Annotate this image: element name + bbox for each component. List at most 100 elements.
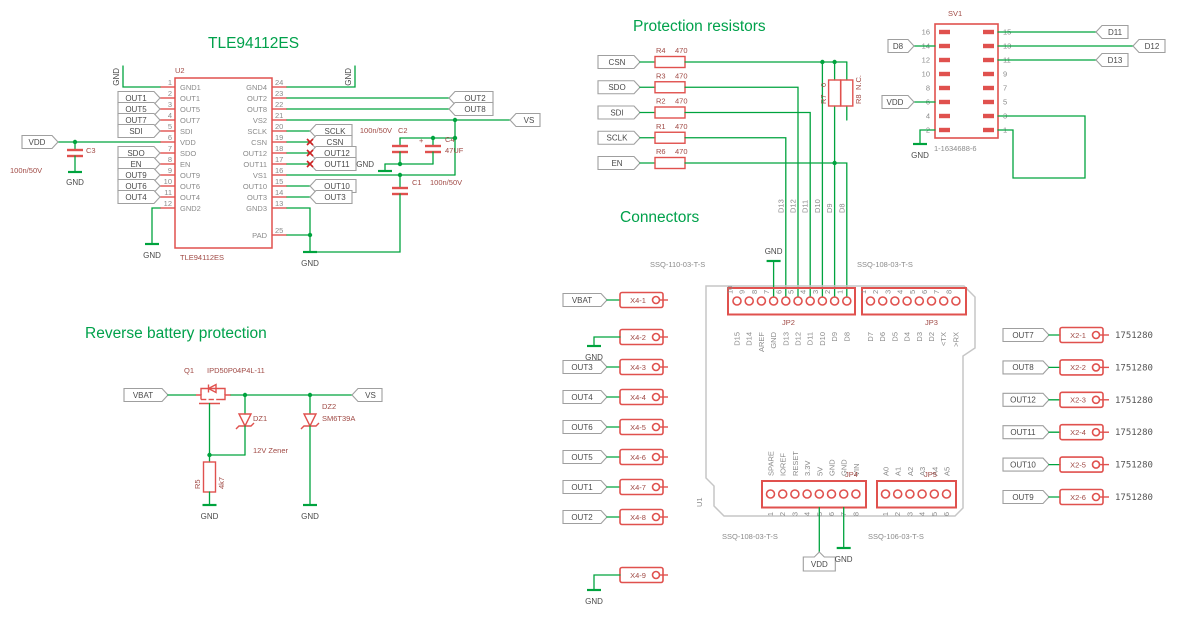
pin-number: 3 <box>905 512 914 516</box>
lead <box>309 193 401 253</box>
pin-name: OUT2 <box>247 94 267 103</box>
pin-number: 10 <box>726 286 735 294</box>
connector-sv1: SV1 16 15 14 13 12 11 10 9 8 7 <box>881 9 1166 179</box>
digital-net-labels: D13 D12 D11 D10 D9 D8 <box>776 199 846 213</box>
net-label: D13 <box>776 199 785 213</box>
net-flag <box>1002 392 1050 407</box>
net-flag <box>117 123 161 139</box>
resistor-body <box>654 131 686 144</box>
pin-pad <box>939 29 950 35</box>
pin-number: 6 <box>774 290 783 294</box>
vs-flag <box>351 387 383 403</box>
net-flag-label: VDD <box>887 98 904 107</box>
pin-number: 18 <box>275 144 283 153</box>
cap-value: 47UF <box>445 146 464 155</box>
pin-label: >RX <box>951 332 960 347</box>
gnd-label: GND <box>301 259 319 268</box>
pin-number: 5 <box>930 512 939 516</box>
q1-refdes: Q1 <box>184 366 194 375</box>
net-flag <box>597 155 641 171</box>
jp3-pin: 4 D4 <box>896 290 912 342</box>
terminal-pin-label: X4-1 <box>630 296 646 305</box>
pin-circle <box>814 489 825 499</box>
jp3-pin: 8 >RX <box>944 290 961 347</box>
pin-number: 13 <box>275 199 283 208</box>
net-flag-label: OUT1 <box>125 94 147 103</box>
pin-pad <box>983 43 994 49</box>
junction-dots <box>72 59 837 458</box>
net-flag <box>309 178 357 194</box>
terminal-circle <box>1091 363 1101 372</box>
pin-circle <box>926 296 937 306</box>
pin-number: 2 <box>168 89 172 98</box>
x2-row: OUT8 X2-2 1751280 <box>1002 359 1153 376</box>
pin-circle <box>892 489 903 499</box>
junction-dot <box>820 59 825 65</box>
sv1-pin-row: 8 7 <box>926 84 1007 93</box>
pin-number: 6 <box>168 133 172 142</box>
resistor-refdes: R3 <box>656 71 666 80</box>
pin-number: 9 <box>168 166 172 175</box>
net-flag-label: SDI <box>129 127 142 136</box>
pin-number: 4 <box>803 512 812 516</box>
pin-circle <box>744 296 755 306</box>
net-flag-label: OUT8 <box>1012 363 1034 372</box>
jp3-pin: 7 <TX <box>932 290 949 346</box>
jp3-body <box>861 287 967 316</box>
jp4-part: SSQ-108-03-T-S <box>722 532 778 541</box>
gnd2-wire <box>151 207 161 245</box>
terminal-circle <box>651 452 661 462</box>
pin-label: GND <box>828 459 837 476</box>
pin-number: 16 <box>275 166 283 175</box>
resistor-value: 470 <box>675 71 688 80</box>
pin-circle <box>865 296 876 306</box>
section-reverse-battery: Reverse battery protection Q1 IPD50P04P4… <box>85 325 383 521</box>
pin-number: 8 <box>926 84 930 93</box>
pin-pad <box>939 71 950 77</box>
loop-wire <box>997 115 1086 179</box>
section-tle94112es: TLE94112ES U2 TLE94112ES 1 GND1 2 OUT1 3… <box>10 35 541 268</box>
jp5-pin: A3 4 <box>917 467 927 516</box>
pin-name: VS1 <box>253 171 267 180</box>
pin-number: 14 <box>275 188 283 197</box>
junction-dot <box>207 452 212 458</box>
pin-number: 1 <box>766 512 775 516</box>
terminal-circle <box>651 482 661 492</box>
pin-number: 22 <box>275 100 283 109</box>
ic-right-pin: 14 OUT3 <box>247 188 287 202</box>
gnd-net-label: GND <box>112 68 121 86</box>
net-flag-label: OUT4 <box>571 393 593 402</box>
net-flag-label: SDI <box>610 108 623 117</box>
pin-number: 7 <box>762 290 771 294</box>
zener-value: SM6T39A <box>322 414 355 423</box>
terminal-circle <box>651 362 661 372</box>
pin-name: OUT1 <box>180 94 200 103</box>
net-flag <box>597 130 641 145</box>
terminal-pin-label: X4-8 <box>630 513 646 522</box>
pin-label: 5V <box>815 467 824 476</box>
ic-left-pin: 9 OUT9 <box>160 166 200 180</box>
jp5-pin: A1 2 <box>892 467 903 516</box>
net-flag <box>597 105 641 120</box>
net-flag <box>562 389 608 405</box>
body-diode-path <box>200 387 226 395</box>
resistor-refdes: R8 <box>854 94 863 104</box>
net-flag <box>1002 360 1050 375</box>
pin-number: 2 <box>893 512 902 516</box>
pin-name: GND2 <box>180 204 201 213</box>
jp3-pin: 3 D5 <box>883 290 900 342</box>
pin-number: 10 <box>922 70 930 79</box>
terminal-pin-label: X2-3 <box>1070 396 1086 405</box>
resistor-value: 0 <box>819 83 828 87</box>
terminal-circle <box>651 295 661 305</box>
terminal-order-code: 1751280 <box>1115 493 1153 503</box>
net-flag-label: VBAT <box>572 296 592 305</box>
resistor-value: 470 <box>675 122 688 131</box>
jp2-pin: 10 D15 <box>726 286 742 346</box>
jp4-pin: 3.3V 4 <box>802 461 812 516</box>
pin-label: D5 <box>890 332 899 342</box>
gnd-label: GND <box>585 353 603 362</box>
connector-x4: VBAT X4-1 X4-2 OUT3 X4-3 <box>562 291 668 606</box>
net-flag-label: EN <box>611 159 622 168</box>
ic-right-pin: 15 OUT10 <box>243 177 287 191</box>
